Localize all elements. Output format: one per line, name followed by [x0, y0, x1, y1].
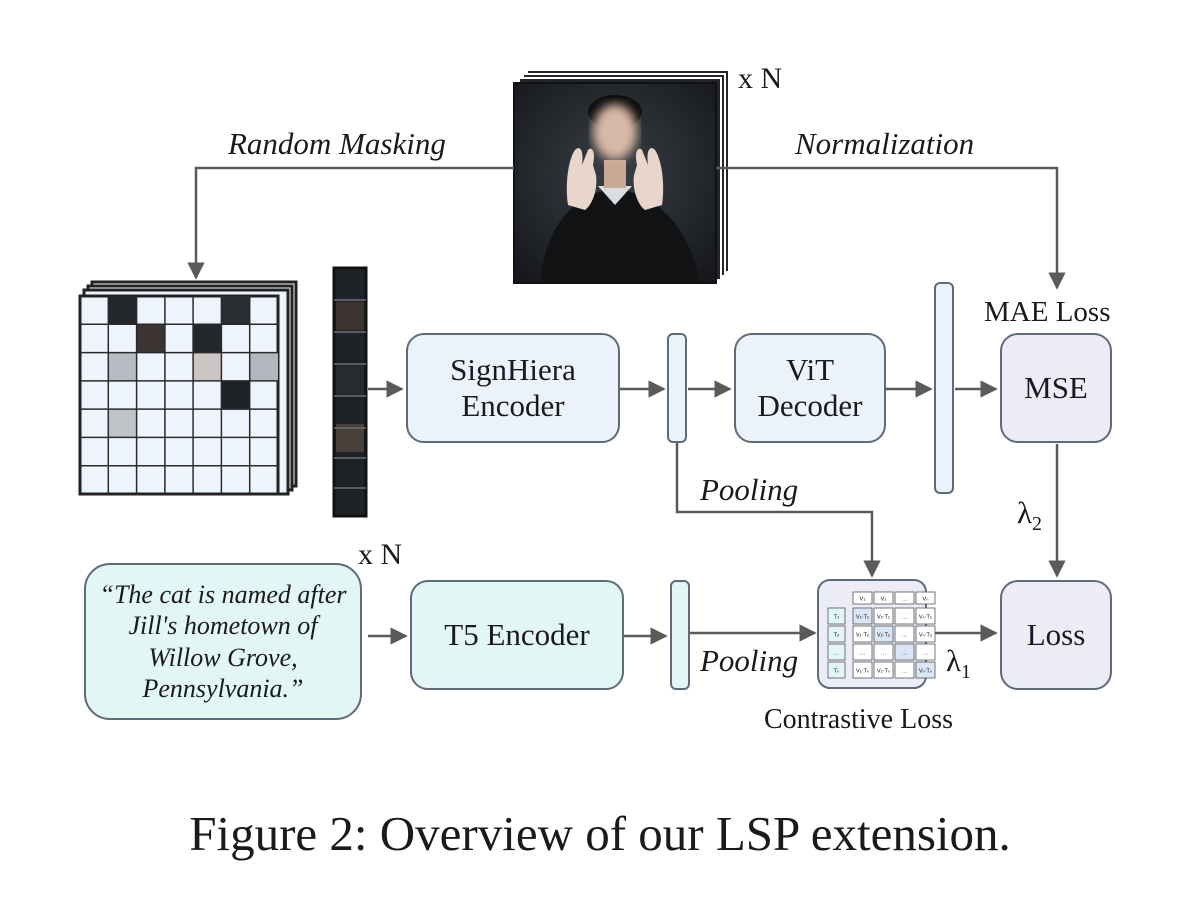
random-masking-label: Random Masking [228, 126, 446, 161]
matrix-row-header [827, 625, 846, 643]
pooling-text-label: Pooling [700, 643, 799, 678]
arrow-video-pooling [675, 443, 881, 578]
normalization-label: Normalization [795, 126, 975, 161]
matrix-cell-label: ... [881, 651, 886, 657]
text-embedding-bar [670, 580, 690, 690]
matrix-cell-label: ... [902, 615, 907, 621]
matrix-cell-label: Vₙ·T₂ [919, 633, 932, 639]
matrix-cell-label: ... [902, 669, 907, 675]
matrix-cell [915, 607, 936, 625]
matrix-row-header-label: ... [834, 651, 839, 657]
loss-box: Loss [1000, 580, 1112, 690]
arrow-normalization [716, 166, 1066, 290]
matrix-col-header-label: V₁ [860, 597, 866, 603]
video-frames-stack [513, 69, 730, 284]
text-caption-box: “The cat is named after Jill's hometown … [84, 563, 362, 720]
matrix-cell [873, 625, 894, 643]
matrix-col-header [894, 591, 915, 605]
matrix-cell-label: Vₙ·Tₙ [919, 669, 932, 675]
matrix-cell [915, 661, 936, 679]
mse-box: MSE [1000, 333, 1112, 443]
matrix-col-header [915, 591, 936, 605]
lambda2-symbol: λ [1017, 495, 1033, 530]
matrix-cell [852, 625, 873, 643]
lambda1-symbol: λ [946, 643, 962, 678]
matrix-cell [852, 607, 873, 625]
matrix-row-header [827, 607, 846, 625]
video-latent-bar [667, 333, 687, 443]
matrix-cell [852, 643, 873, 661]
matrix-cell-label: V₁·T₂ [856, 633, 869, 639]
matrix-row-header-label: T₁ [833, 615, 840, 621]
matrix-cell-label: ... [860, 651, 865, 657]
matrix-cell [852, 661, 873, 679]
mse-label: MSE [1024, 370, 1088, 406]
matrix-cell [894, 625, 915, 643]
matrix-cell [915, 625, 936, 643]
pooling-video-label: Pooling [700, 472, 799, 507]
t5-encoder-box: T5 Encoder [410, 580, 624, 690]
matrix-cell [894, 643, 915, 661]
matrix-cell [894, 607, 915, 625]
matrix-row-header-label: Tₙ [833, 669, 840, 675]
matrix-row-header [827, 643, 846, 661]
matrix-cell [894, 661, 915, 679]
matrix-cell-label: ... [923, 651, 928, 657]
matrix-row-header-label: T₂ [833, 633, 840, 639]
repeat-text-label: x N [358, 538, 403, 571]
contrastive-loss-label: Contrastive Loss [764, 704, 953, 735]
matrix-cell [873, 661, 894, 679]
signhiera-encoder-label: SignHiera Encoder [450, 352, 576, 423]
lambda1-subscript: 1 [961, 661, 972, 684]
repeat-frames-label: x N [738, 62, 783, 95]
text-caption-quote: “The cat is named after Jill's hometown … [99, 579, 347, 703]
matrix-cell [873, 643, 894, 661]
matrix-col-header-label: ... [902, 597, 907, 603]
masked-patch-grid-stack [78, 280, 298, 496]
matrix-cell-label: ... [902, 633, 907, 639]
matrix-cell-label: Vₙ·T₁ [919, 615, 932, 621]
matrix-cell-label: V₂·T₂ [877, 633, 890, 639]
arrow-random-masking [187, 166, 514, 280]
matrix-cell-label: V₁·T₁ [856, 615, 869, 621]
matrix-col-header-label: V₂ [881, 597, 887, 603]
matrix-cell-label: ... [902, 651, 907, 657]
t5-encoder-label: T5 Encoder [444, 617, 590, 653]
masked-patch-grid [78, 294, 280, 496]
vit-decoder-label: ViT Decoder [757, 352, 863, 423]
decoder-output-bar [934, 282, 954, 494]
signer-frame-image [513, 82, 717, 284]
lambda1-label: λ1 [946, 643, 971, 684]
figure-caption: Figure 2: Overview of our LSP extension. [189, 806, 1011, 861]
matrix-col-header [852, 591, 873, 605]
matrix-cell-label: V₂·Tₙ [877, 669, 890, 675]
visible-token-strip [332, 266, 368, 518]
lambda2-subscript: 2 [1032, 513, 1043, 536]
loss-label: Loss [1026, 617, 1086, 653]
matrix-cell [915, 643, 936, 661]
matrix-cell-label: V₁·Tₙ [856, 669, 869, 675]
lambda2-label: λ2 [1017, 495, 1042, 536]
matrix-row-header [827, 661, 846, 679]
matrix-cell-label: V₂·T₁ [877, 615, 890, 621]
matrix-col-header-label: Vₙ [923, 597, 929, 603]
matrix-col-header [873, 591, 894, 605]
mae-loss-label: MAE Loss [984, 296, 1111, 328]
matrix-cell [873, 607, 894, 625]
signhiera-encoder-box: SignHiera Encoder [406, 333, 620, 443]
vit-decoder-box: ViT Decoder [734, 333, 886, 443]
